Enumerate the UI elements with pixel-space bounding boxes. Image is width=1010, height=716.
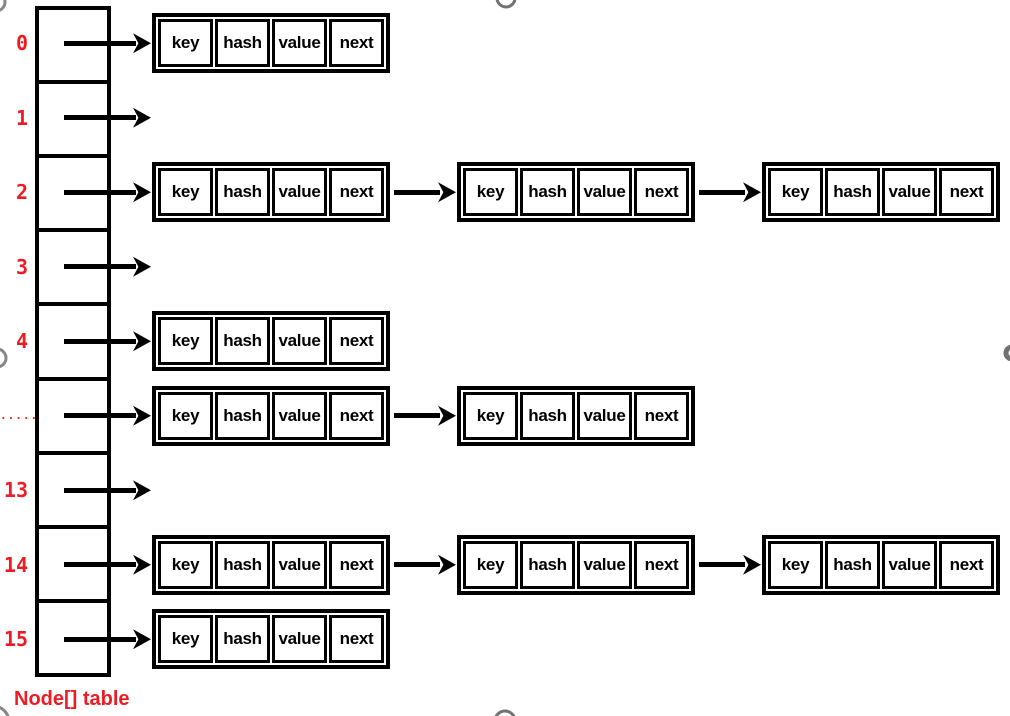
bucket-arrow-shaft: [64, 413, 136, 419]
node-field-key: key: [463, 391, 518, 440]
watermark-arc-top: [495, 0, 517, 9]
node-field-hash: hash: [520, 168, 575, 217]
node-field-value: value: [882, 168, 937, 217]
node-field-next: next: [329, 19, 384, 68]
node-field-hash: hash: [520, 391, 575, 440]
next-pointer-shaft: [394, 413, 440, 419]
node-field-next: next: [939, 540, 994, 589]
bucket-cell-4: [39, 306, 107, 381]
node-field-hash: hash: [215, 391, 270, 440]
bucket-index-label: 3: [15, 254, 28, 279]
node-field-value: value: [272, 317, 327, 366]
diagram-title: Node[] table: [14, 688, 130, 710]
node-field-hash: hash: [520, 540, 575, 589]
node-field-key: key: [463, 168, 518, 217]
bucket-arrow-shaft: [64, 636, 136, 642]
node-field-next: next: [329, 615, 384, 664]
watermark-arc-top-left: [0, 0, 7, 12]
node-field-hash: hash: [215, 317, 270, 366]
node-field-key: key: [158, 19, 213, 68]
bucket-index-label: 13: [3, 478, 28, 503]
node-field-value: value: [577, 391, 632, 440]
node-field-next: next: [939, 168, 994, 217]
watermark-arc-bottom: [494, 709, 516, 716]
watermark-arc-bottom-left: [0, 705, 10, 716]
node-field-next: next: [329, 168, 384, 217]
node-field-hash: hash: [215, 615, 270, 664]
bucket-index-label: 2: [15, 180, 28, 205]
node-field-next: next: [634, 168, 689, 217]
node-field-key: key: [768, 540, 823, 589]
node-field-value: value: [272, 19, 327, 68]
node-field-key: key: [158, 168, 213, 217]
bucket-arrow-shaft: [64, 189, 136, 195]
node-field-hash: hash: [215, 19, 270, 68]
next-pointer-shaft: [394, 562, 440, 568]
node-field-hash: hash: [825, 168, 880, 217]
node-field-next: next: [329, 317, 384, 366]
next-pointer-head: [438, 182, 456, 203]
node-field-key: key: [158, 540, 213, 589]
next-pointer-shaft: [699, 189, 745, 195]
bucket-arrow-shaft: [64, 338, 136, 344]
bucket-arrow-shaft: [64, 40, 136, 46]
bucket-cell-14: [39, 529, 107, 603]
node-field-hash: hash: [825, 540, 880, 589]
node-field-next: next: [634, 540, 689, 589]
bucket-cell-2: [39, 158, 107, 233]
bucket-arrow-shaft: [64, 487, 136, 493]
node-field-value: value: [577, 168, 632, 217]
bucket-index-label: 14: [3, 552, 28, 577]
bucket-index-label: .....: [0, 408, 39, 422]
watermark-arc-right: [1003, 344, 1010, 362]
bucket-index-label: 15: [3, 627, 28, 652]
node-field-key: key: [158, 391, 213, 440]
bucket-cell-13: [39, 455, 107, 529]
node-field-value: value: [272, 540, 327, 589]
node-field-key: key: [768, 168, 823, 217]
bucket-cell-3: [39, 232, 107, 307]
node-field-hash: hash: [215, 540, 270, 589]
node-field-next: next: [634, 391, 689, 440]
bucket-cell-0: [39, 10, 107, 85]
next-pointer-head: [743, 182, 761, 203]
node-field-value: value: [577, 540, 632, 589]
bucket-cell-1: [39, 84, 107, 159]
node-field-value: value: [272, 168, 327, 217]
next-pointer-shaft: [394, 189, 440, 195]
node-field-value: value: [882, 540, 937, 589]
next-pointer-shaft: [699, 562, 745, 568]
node-field-key: key: [158, 615, 213, 664]
next-pointer-head: [438, 405, 456, 426]
node-field-next: next: [329, 391, 384, 440]
bucket-arrow-shaft: [64, 264, 136, 270]
bucket-index-label: 0: [15, 31, 28, 56]
bucket-cell-.....: [39, 381, 107, 455]
bucket-index-label: 1: [15, 105, 28, 130]
next-pointer-head: [438, 554, 456, 575]
next-pointer-head: [743, 554, 761, 575]
node-field-value: value: [272, 391, 327, 440]
bucket-arrow-shaft: [64, 115, 136, 121]
node-field-value: value: [272, 615, 327, 664]
bucket-arrow-shaft: [64, 562, 136, 568]
node-field-key: key: [463, 540, 518, 589]
node-field-next: next: [329, 540, 384, 589]
node-field-hash: hash: [215, 168, 270, 217]
bucket-index-label: 4: [15, 329, 28, 354]
node-field-key: key: [158, 317, 213, 366]
